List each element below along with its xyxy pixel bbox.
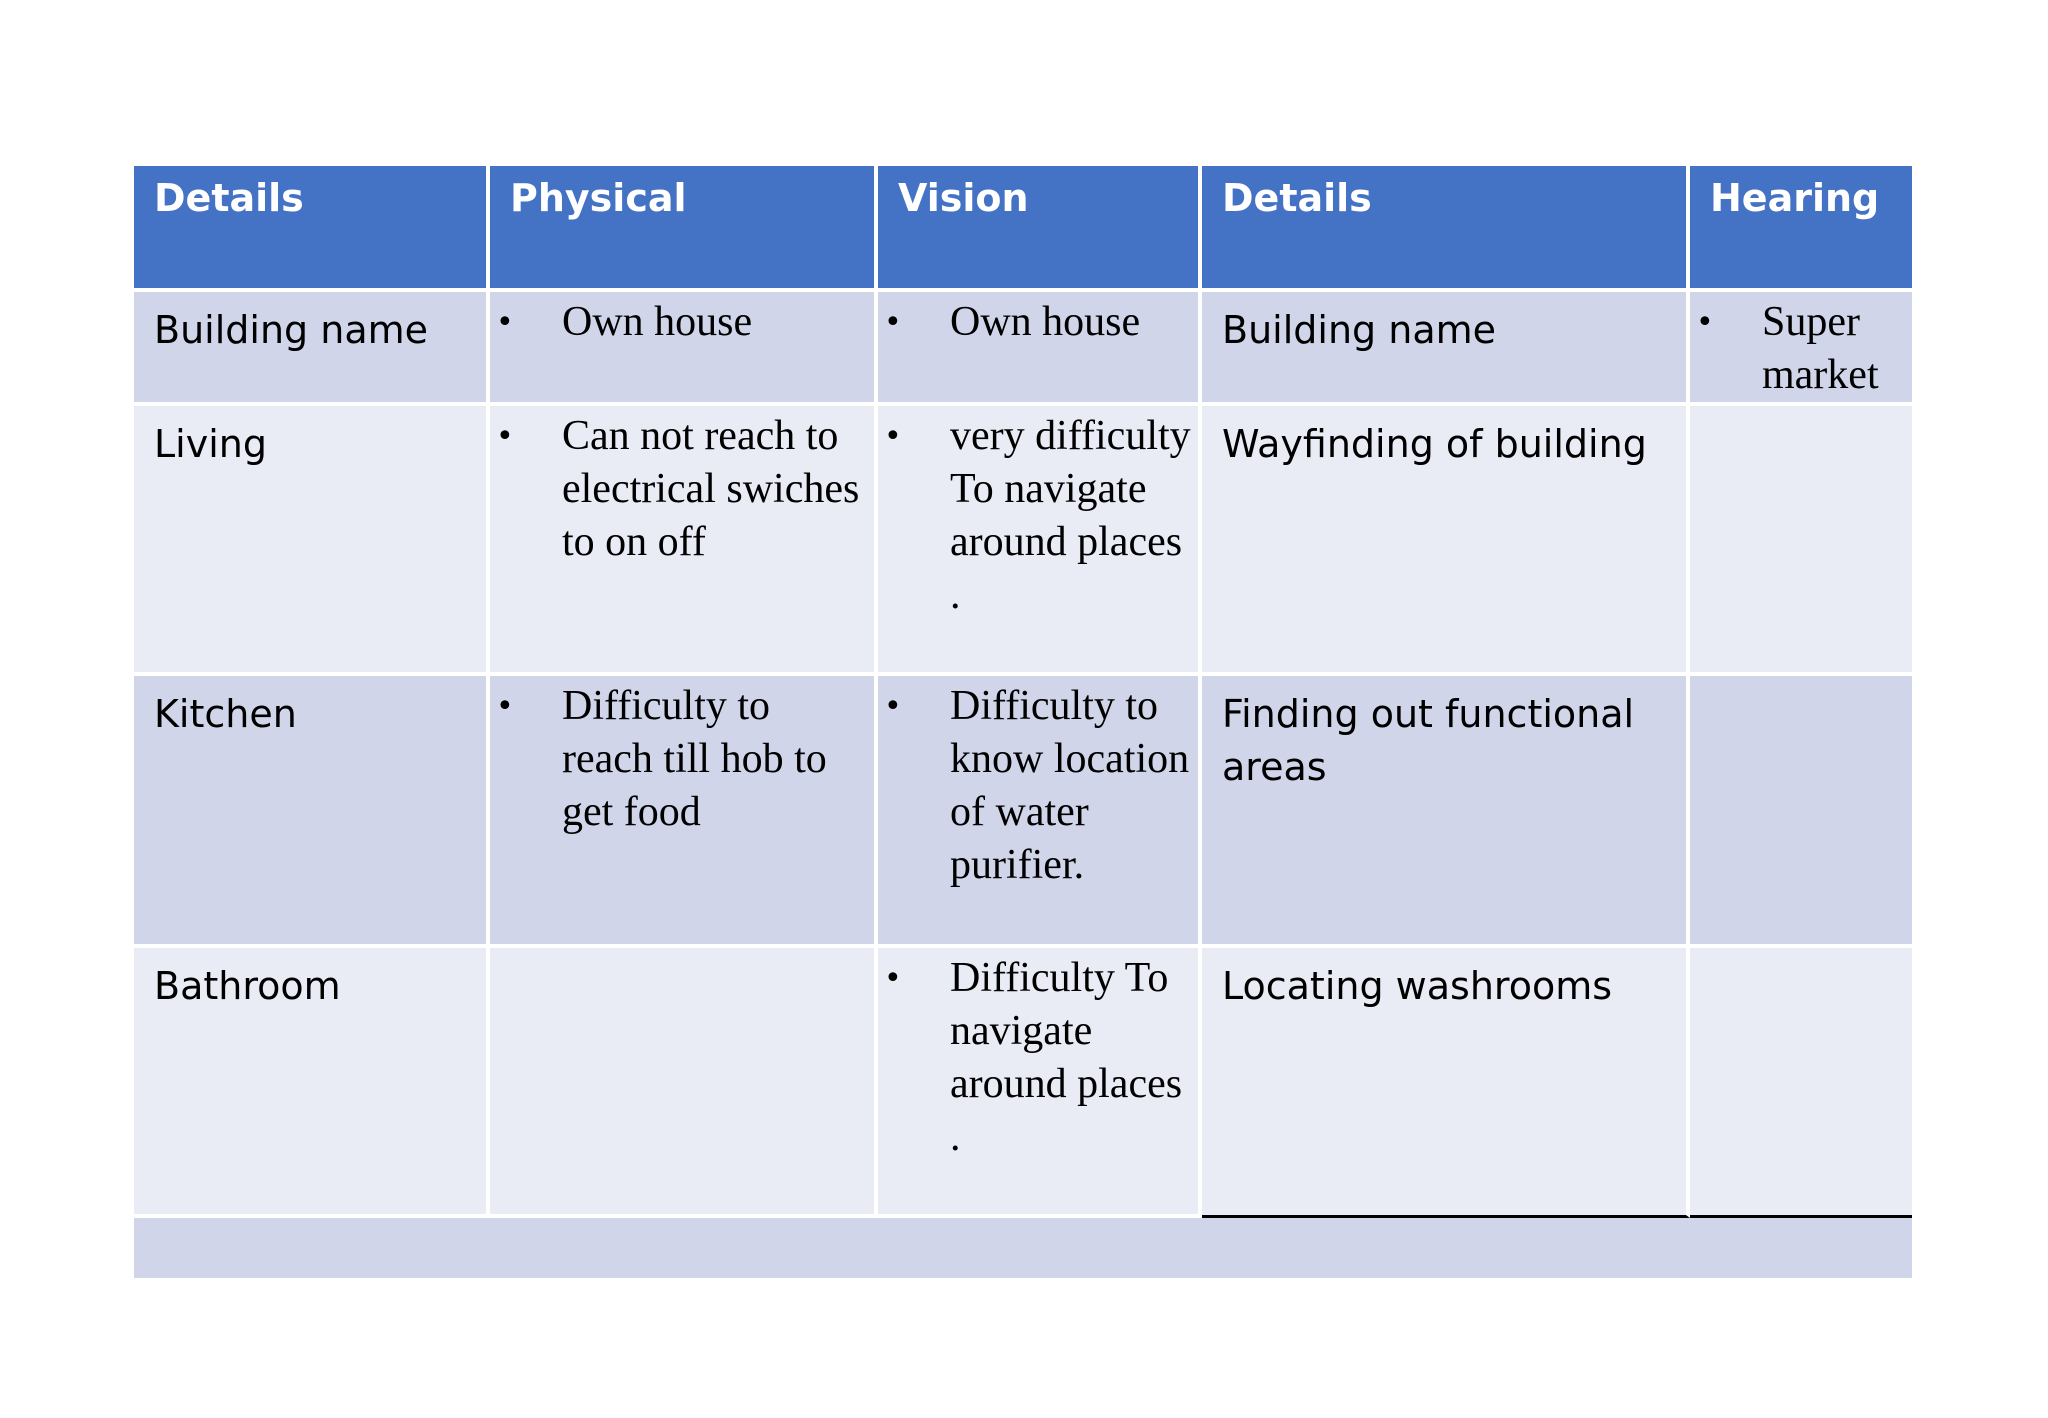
cell-details-2: Locating washrooms (1202, 948, 1690, 1218)
bullet-item: • Own house (878, 296, 1194, 349)
cell-physical: • Own house (490, 292, 878, 406)
cell-details-2: Wayfinding of building (1202, 406, 1690, 676)
bullet-text: Difficulty to reach till hob to get food (562, 683, 827, 835)
footer-band (134, 1218, 1912, 1278)
cell-hearing (1690, 948, 1912, 1218)
header-physical: Physical (490, 166, 878, 292)
cell-physical (490, 948, 878, 1218)
table-row: Living • Can not reach to electrical swi… (134, 406, 1912, 676)
header-details: Details (134, 166, 490, 292)
bullet-item: • Can not reach to electrical swiches to… (490, 410, 870, 569)
cell-details-2: Building name (1202, 292, 1690, 406)
header-vision: Vision (878, 166, 1202, 292)
cell-details: Living (134, 406, 490, 676)
cell-vision: • Difficulty To navigate around places . (878, 948, 1202, 1218)
table-row: Kitchen • Difficulty to reach till hob t… (134, 676, 1912, 948)
bullet-icon: • (884, 305, 902, 340)
requirements-table: Details Physical Vision Details Hearing … (134, 166, 1912, 1278)
bullet-text: Can not reach to electrical swiches to o… (562, 413, 860, 565)
bullet-icon: • (496, 305, 514, 340)
bullet-icon: • (884, 689, 902, 724)
cell-details: Kitchen (134, 676, 490, 948)
bullet-text: Own house (950, 299, 1141, 345)
header-details-2: Details (1202, 166, 1690, 292)
cell-details-2: Finding out functional areas (1202, 676, 1690, 948)
bullet-icon: • (496, 689, 514, 724)
cell-hearing: • Super market (1690, 292, 1912, 406)
cell-vision: • Difficulty to know location of water p… (878, 676, 1202, 948)
bullet-text: Difficulty To navigate around places . (950, 955, 1183, 1160)
table-row: Building name • Own house • Own house Bu… (134, 292, 1912, 406)
cell-physical: • Can not reach to electrical swiches to… (490, 406, 878, 676)
bullet-item: • Difficulty To navigate around places . (878, 952, 1194, 1164)
cell-details: Bathroom (134, 948, 490, 1218)
bullet-icon: • (884, 419, 902, 454)
bullet-item: • Own house (490, 296, 870, 349)
header-row: Details Physical Vision Details Hearing (134, 166, 1912, 292)
cell-hearing (1690, 406, 1912, 676)
cell-vision: • Own house (878, 292, 1202, 406)
bullet-item: • very difficulty To navigate around pla… (878, 410, 1194, 622)
bullet-item: • Difficulty to know location of water p… (878, 680, 1194, 892)
cell-vision: • very difficulty To navigate around pla… (878, 406, 1202, 676)
bullet-icon: • (1696, 305, 1714, 340)
bullet-text: Super market (1762, 299, 1879, 398)
cell-details: Building name (134, 292, 490, 406)
bullet-text: Own house (562, 299, 753, 345)
bullet-text: very difficulty To navigate around place… (950, 413, 1191, 618)
table-row: Bathroom • Difficulty To navigate around… (134, 948, 1912, 1218)
cell-hearing (1690, 676, 1912, 948)
header-hearing: Hearing (1690, 166, 1912, 292)
table-footer-row (134, 1218, 1912, 1278)
bullet-icon: • (496, 419, 514, 454)
bullet-icon: • (884, 961, 902, 996)
bullet-item: • Difficulty to reach till hob to get fo… (490, 680, 870, 839)
bullet-item: • Super market (1690, 296, 1908, 402)
bullet-text: Difficulty to know location of water pur… (950, 683, 1190, 888)
cell-physical: • Difficulty to reach till hob to get fo… (490, 676, 878, 948)
